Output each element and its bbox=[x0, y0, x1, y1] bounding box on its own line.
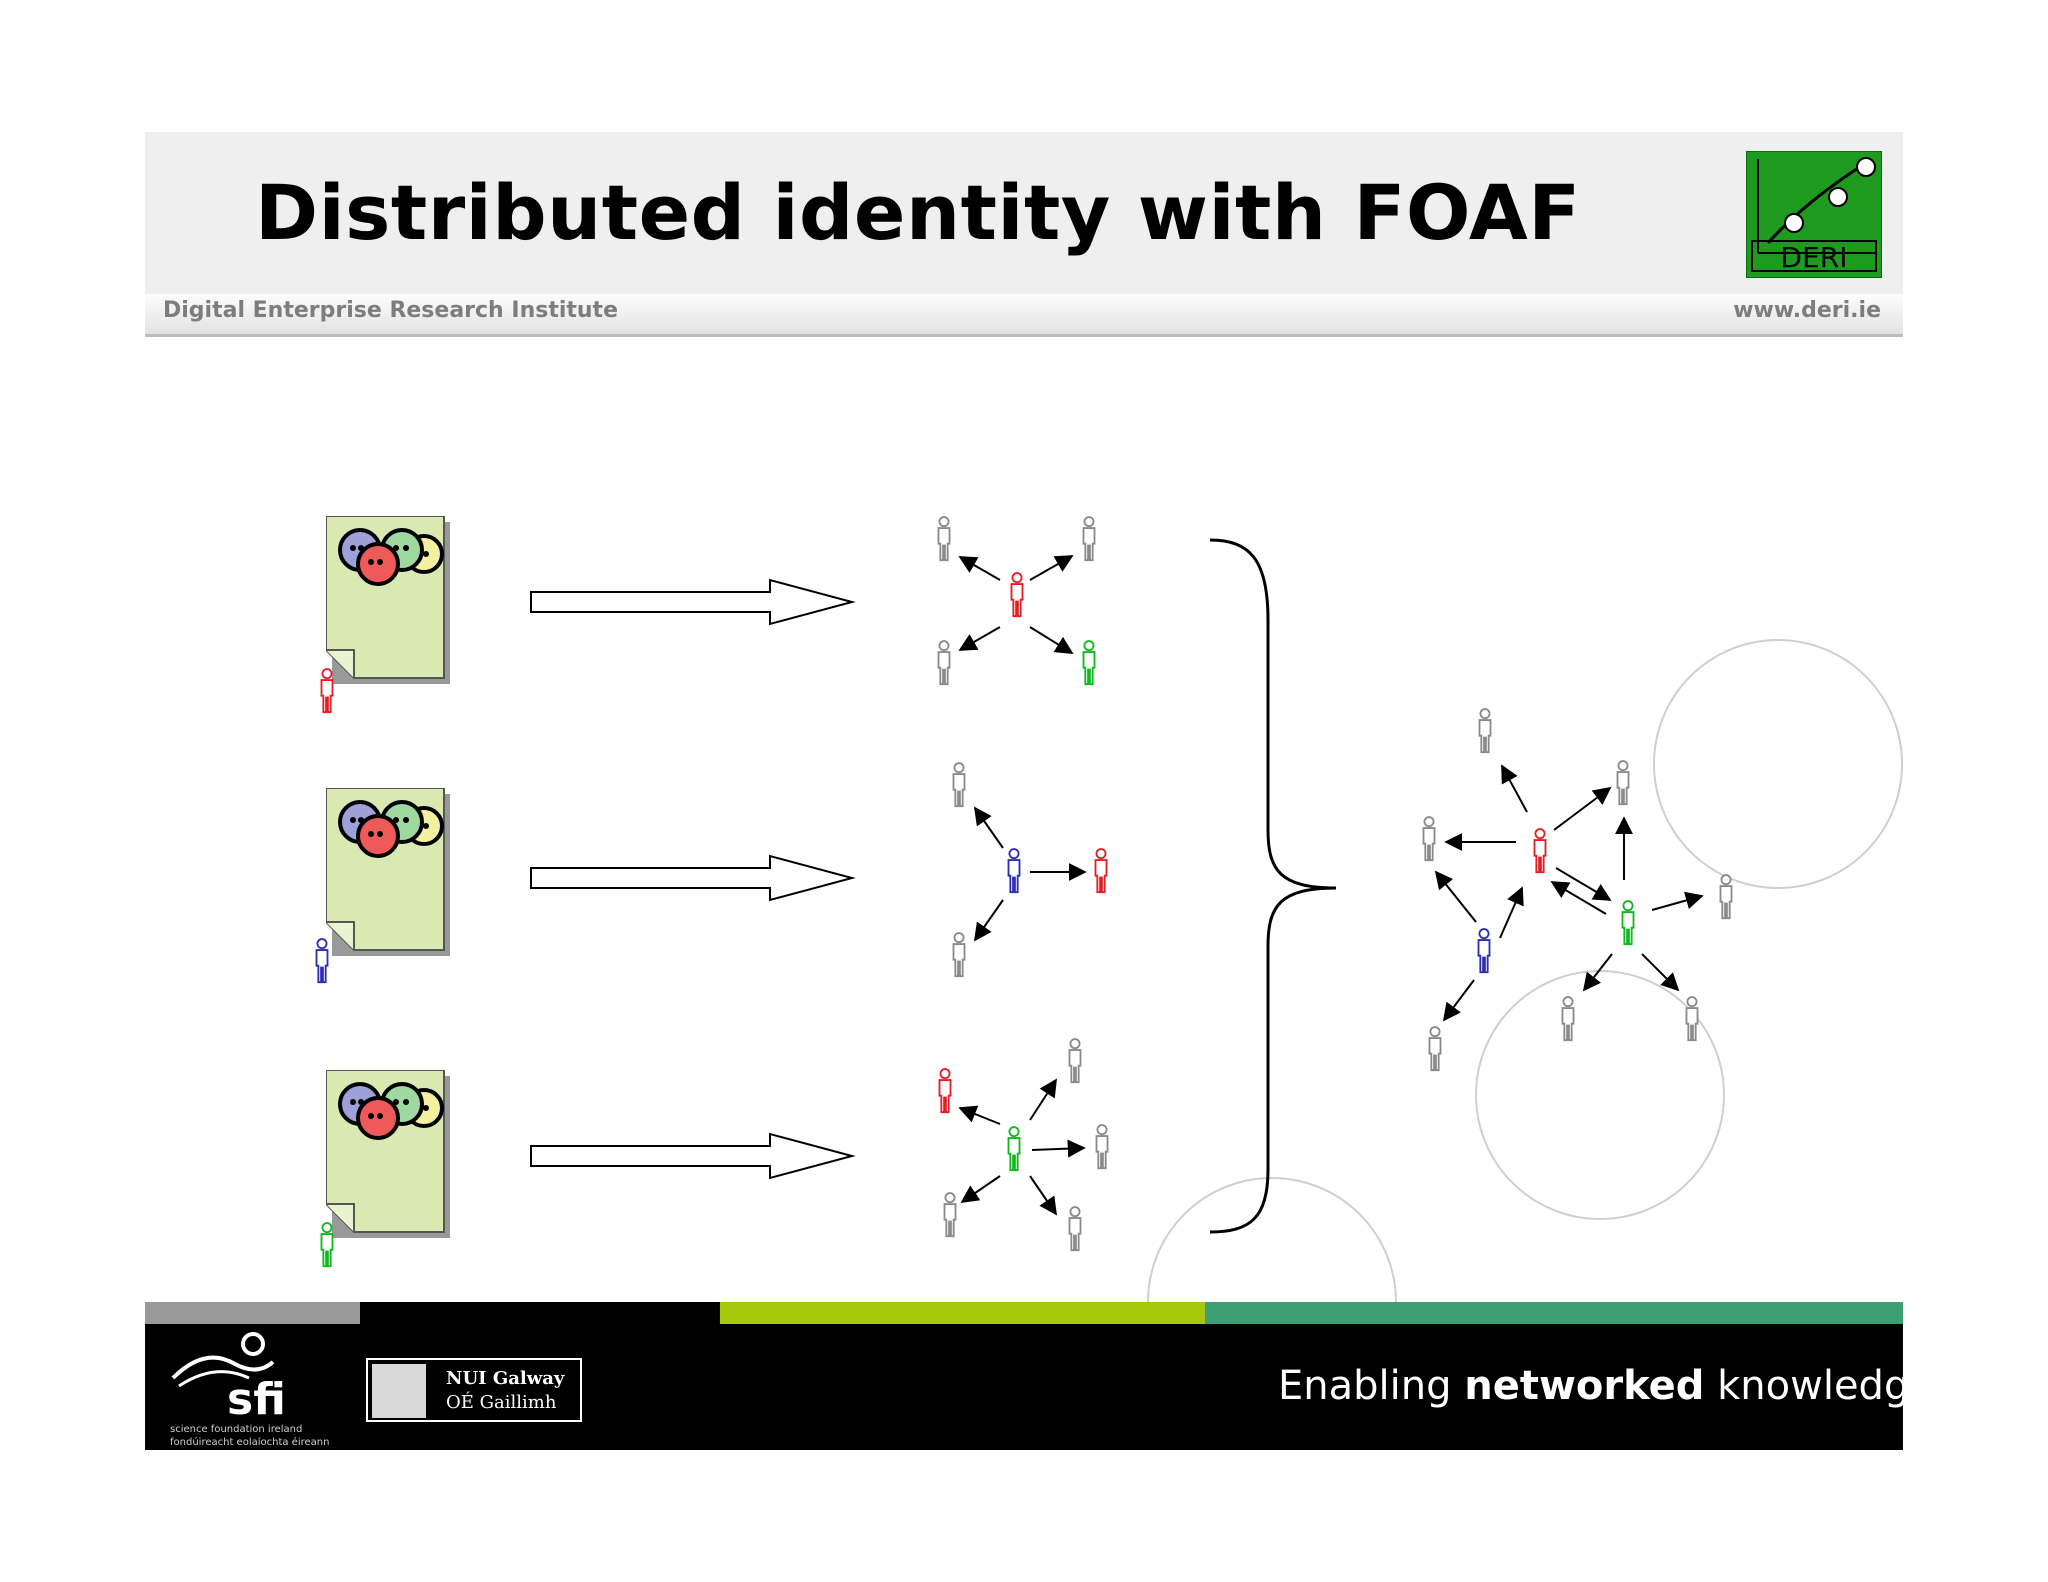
deri-logo-text: DERI bbox=[1781, 241, 1848, 274]
person-green-icon bbox=[1007, 1126, 1021, 1172]
person-red-icon bbox=[1010, 572, 1024, 618]
person-blue-icon bbox=[1477, 928, 1491, 974]
foaf-document-red bbox=[326, 516, 450, 684]
person-gray-icon bbox=[1422, 816, 1436, 862]
sfi-name-english: science foundation ireland bbox=[170, 1424, 303, 1435]
person-gray-icon bbox=[1616, 760, 1630, 806]
footer-stripe-gray bbox=[145, 1302, 360, 1324]
footer-stripe-black bbox=[360, 1302, 720, 1324]
foaf-document-green bbox=[326, 1070, 450, 1238]
person-gray-icon bbox=[937, 640, 951, 686]
nui-tower-icon bbox=[372, 1364, 426, 1418]
person-green-icon bbox=[1082, 640, 1096, 686]
owner-person-red-icon bbox=[320, 668, 334, 714]
deri-logo: DERI bbox=[1746, 151, 1882, 278]
nui-galway-logo: NUI Galway OÉ Gaillimh bbox=[366, 1358, 582, 1422]
footer-stripe-teal bbox=[1205, 1302, 1903, 1324]
merge-brace bbox=[1209, 538, 1337, 1234]
person-gray-icon bbox=[1082, 516, 1096, 562]
nui-name: NUI Galway bbox=[446, 1368, 565, 1389]
person-gray-icon bbox=[1685, 996, 1699, 1042]
sfi-logo: sfi bbox=[171, 1332, 286, 1425]
person-gray-icon bbox=[1719, 874, 1733, 920]
transform-arrow bbox=[530, 1132, 856, 1180]
page-title: Distributed identity with FOAF bbox=[255, 168, 1581, 257]
tagline-bold: networked bbox=[1464, 1363, 1705, 1409]
network-blue bbox=[952, 762, 1108, 978]
tagline-suffix: knowledge. bbox=[1704, 1363, 1947, 1409]
footer-stripe-lime bbox=[720, 1302, 1205, 1324]
person-gray-icon bbox=[952, 762, 966, 808]
person-red-icon bbox=[1094, 848, 1108, 894]
person-green-icon bbox=[1621, 900, 1635, 946]
person-gray-icon bbox=[1095, 1124, 1109, 1170]
person-gray-icon bbox=[1478, 708, 1492, 754]
person-gray-icon bbox=[1428, 1026, 1442, 1072]
network-red bbox=[937, 516, 1096, 686]
person-gray-icon bbox=[1068, 1206, 1082, 1252]
footer-bar bbox=[145, 1324, 1903, 1450]
person-red-icon bbox=[938, 1068, 952, 1114]
owner-person-green-icon bbox=[320, 1222, 334, 1268]
tagline-prefix: Enabling bbox=[1278, 1363, 1465, 1409]
background-circle bbox=[1147, 1177, 1397, 1303]
person-gray-icon bbox=[943, 1192, 957, 1238]
background-circle bbox=[1653, 639, 1903, 889]
person-gray-icon bbox=[1561, 996, 1575, 1042]
header-band bbox=[145, 132, 1903, 294]
transform-arrow bbox=[530, 578, 856, 626]
foaf-document-blue bbox=[326, 788, 450, 956]
person-gray-icon bbox=[952, 932, 966, 978]
sfi-name-irish: fondúireacht eolaíochta éireann bbox=[170, 1437, 330, 1448]
website-link[interactable]: www.deri.ie bbox=[1733, 298, 1881, 323]
person-gray-icon bbox=[1068, 1038, 1082, 1084]
tagline: Enabling networked knowledge. bbox=[1278, 1363, 1947, 1409]
svg-text:sfi: sfi bbox=[227, 1374, 286, 1425]
person-blue-icon bbox=[1007, 848, 1021, 894]
institute-name: Digital Enterprise Research Institute bbox=[163, 298, 618, 323]
merged-network bbox=[1422, 708, 1733, 1072]
subheader-bar: Digital Enterprise Research Institute ww… bbox=[145, 294, 1903, 337]
transform-arrow bbox=[530, 854, 856, 902]
nui-irish-name: OÉ Gaillimh bbox=[446, 1392, 557, 1413]
person-red-icon bbox=[1533, 828, 1547, 874]
person-gray-icon bbox=[937, 516, 951, 562]
owner-person-blue-icon bbox=[315, 938, 329, 984]
network-green bbox=[938, 1038, 1109, 1252]
